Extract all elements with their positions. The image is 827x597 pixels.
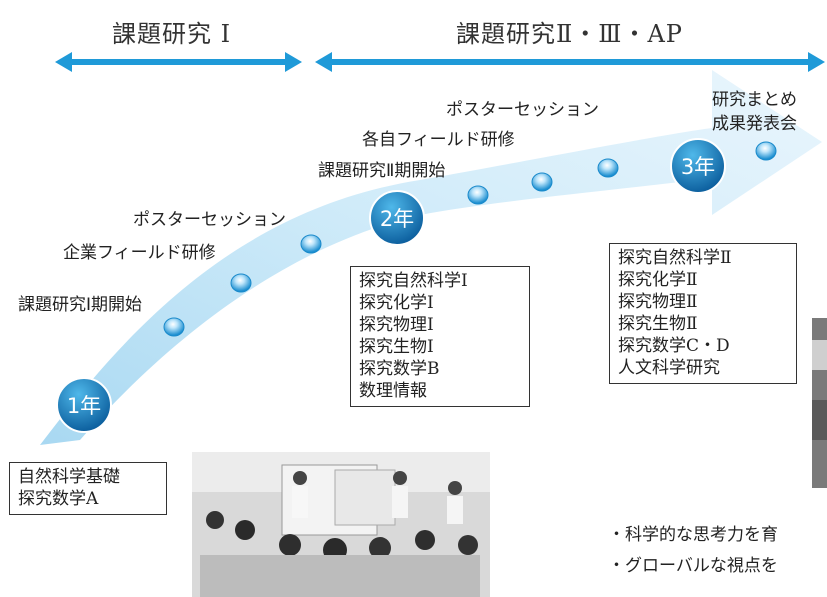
subject-item: 探究自然科学Ⅱ	[618, 248, 732, 268]
milestone-label: 課題研究Ⅰ期開始	[18, 295, 143, 315]
phase-title-1: 課題研究 Ⅰ	[112, 20, 232, 48]
year-label-2: 2年	[380, 207, 414, 231]
subject-item: 探究物理Ⅰ	[359, 315, 434, 335]
phase-title-2: 課題研究Ⅱ・Ⅲ・AP	[456, 20, 683, 48]
milestone-label: 成果発表会	[712, 114, 797, 134]
year-label-3: 3年	[681, 155, 715, 179]
goals-list: ・科学的な思考力を育 ・グローバルな視点を	[608, 520, 827, 576]
milestone-label: ポスターセッション	[133, 210, 286, 230]
subject-item: 探究自然科学Ⅰ	[359, 271, 468, 291]
subject-item: 探究数学B	[359, 359, 440, 379]
goal-item: ・グローバルな視点を	[608, 556, 778, 576]
year1-subject-box: 自然科学基礎 探究数学A	[9, 462, 167, 515]
milestone-label: 研究まとめ	[712, 90, 797, 110]
year-label-1: 1年	[67, 394, 101, 418]
milestone-label: ポスターセッション	[446, 100, 599, 120]
subject-item: 探究数学C・D	[618, 336, 730, 356]
flow-arrow	[40, 70, 822, 445]
side-photo	[812, 318, 827, 488]
subject-item: 探究数学A	[18, 489, 99, 509]
subject-item: 数理情報	[359, 381, 427, 401]
subject-item: 人文科学研究	[618, 358, 720, 378]
classroom-photo	[192, 452, 490, 597]
milestone-label: 各自フィールド研修	[362, 130, 515, 150]
milestone-dots	[163, 141, 777, 337]
phase-arrow-2	[315, 52, 825, 72]
year-badge-1: 1年	[56, 377, 112, 433]
goal-item: ・科学的な思考力を育	[608, 525, 778, 545]
year3-subject-box: 探究自然科学Ⅱ 探究化学Ⅱ 探究物理Ⅱ 探究生物Ⅱ 探究数学C・D 人文科学研究	[609, 243, 797, 384]
subject-item: 探究化学Ⅱ	[618, 270, 698, 290]
subject-item: 探究物理Ⅱ	[618, 292, 698, 312]
milestone-label: 課題研究Ⅱ期開始	[318, 161, 446, 181]
year-badge-3: 3年	[670, 138, 726, 194]
subject-item: 探究生物Ⅱ	[618, 314, 698, 334]
year2-subject-box: 探究自然科学Ⅰ 探究化学Ⅰ 探究物理Ⅰ 探究生物Ⅰ 探究数学B 数理情報	[350, 266, 530, 407]
subject-item: 探究生物Ⅰ	[359, 337, 434, 357]
year-badge-2: 2年	[369, 190, 425, 246]
milestone-label: 企業フィールド研修	[63, 243, 216, 263]
subject-item: 探究化学Ⅰ	[359, 293, 434, 313]
subject-item: 自然科学基礎	[18, 467, 120, 487]
phase-arrow-1	[55, 52, 302, 72]
